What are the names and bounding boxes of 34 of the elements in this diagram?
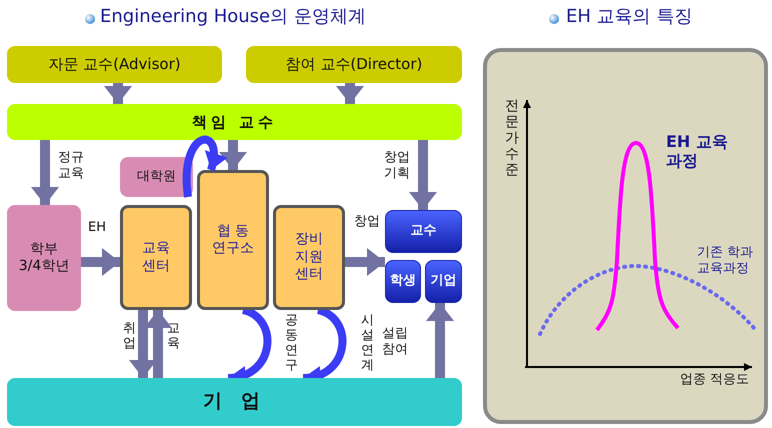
arrow xyxy=(31,140,59,205)
banner-bar: 기 업 xyxy=(7,378,462,426)
arrow xyxy=(104,83,132,104)
edge-label: 교육 xyxy=(166,322,181,352)
edge-label: 시설 연계 xyxy=(360,314,375,374)
edge-label: 정규 교육 xyxy=(57,150,85,182)
curve-label: 기존 학과 교육과정 xyxy=(697,245,754,276)
edge-label: 공동 연구 xyxy=(284,314,299,374)
curve-label: EH 교육과정 xyxy=(666,132,729,170)
process-box: 장비 지원 센터 xyxy=(273,205,345,310)
heading: EH 교육의 특징 xyxy=(566,6,692,28)
banner-bar: 참여 교수(Director) xyxy=(246,46,462,83)
edge-label: 취업 xyxy=(122,322,137,352)
arrow xyxy=(345,248,385,276)
title: Engineering House의 운영체계 xyxy=(100,6,366,28)
process-box: 협 동 연구소 xyxy=(197,170,269,310)
arrow xyxy=(426,303,454,378)
edge-label: 창업 xyxy=(353,214,381,230)
edge-label: 창업 기획 xyxy=(383,150,411,182)
edge-label: EH xyxy=(88,220,106,236)
process-box: 기업 xyxy=(425,260,462,303)
arrow xyxy=(219,140,247,170)
arrow xyxy=(81,248,120,276)
edge-label: 설립 참여 xyxy=(381,326,409,358)
process-box: 교육 센터 xyxy=(120,205,192,310)
arrow xyxy=(336,83,364,104)
process-box: 학부 3/4학년 xyxy=(7,205,81,311)
process-box: 교수 xyxy=(385,210,462,253)
axis-label: 전문가 수준 xyxy=(504,98,520,178)
arrow xyxy=(409,140,437,210)
banner-bar: 책임 교수 xyxy=(7,104,462,140)
axis-label: 업종 적응도 xyxy=(680,372,750,388)
banner-bar: 자문 교수(Advisor) xyxy=(7,46,222,83)
process-box: 학생 xyxy=(385,260,421,303)
